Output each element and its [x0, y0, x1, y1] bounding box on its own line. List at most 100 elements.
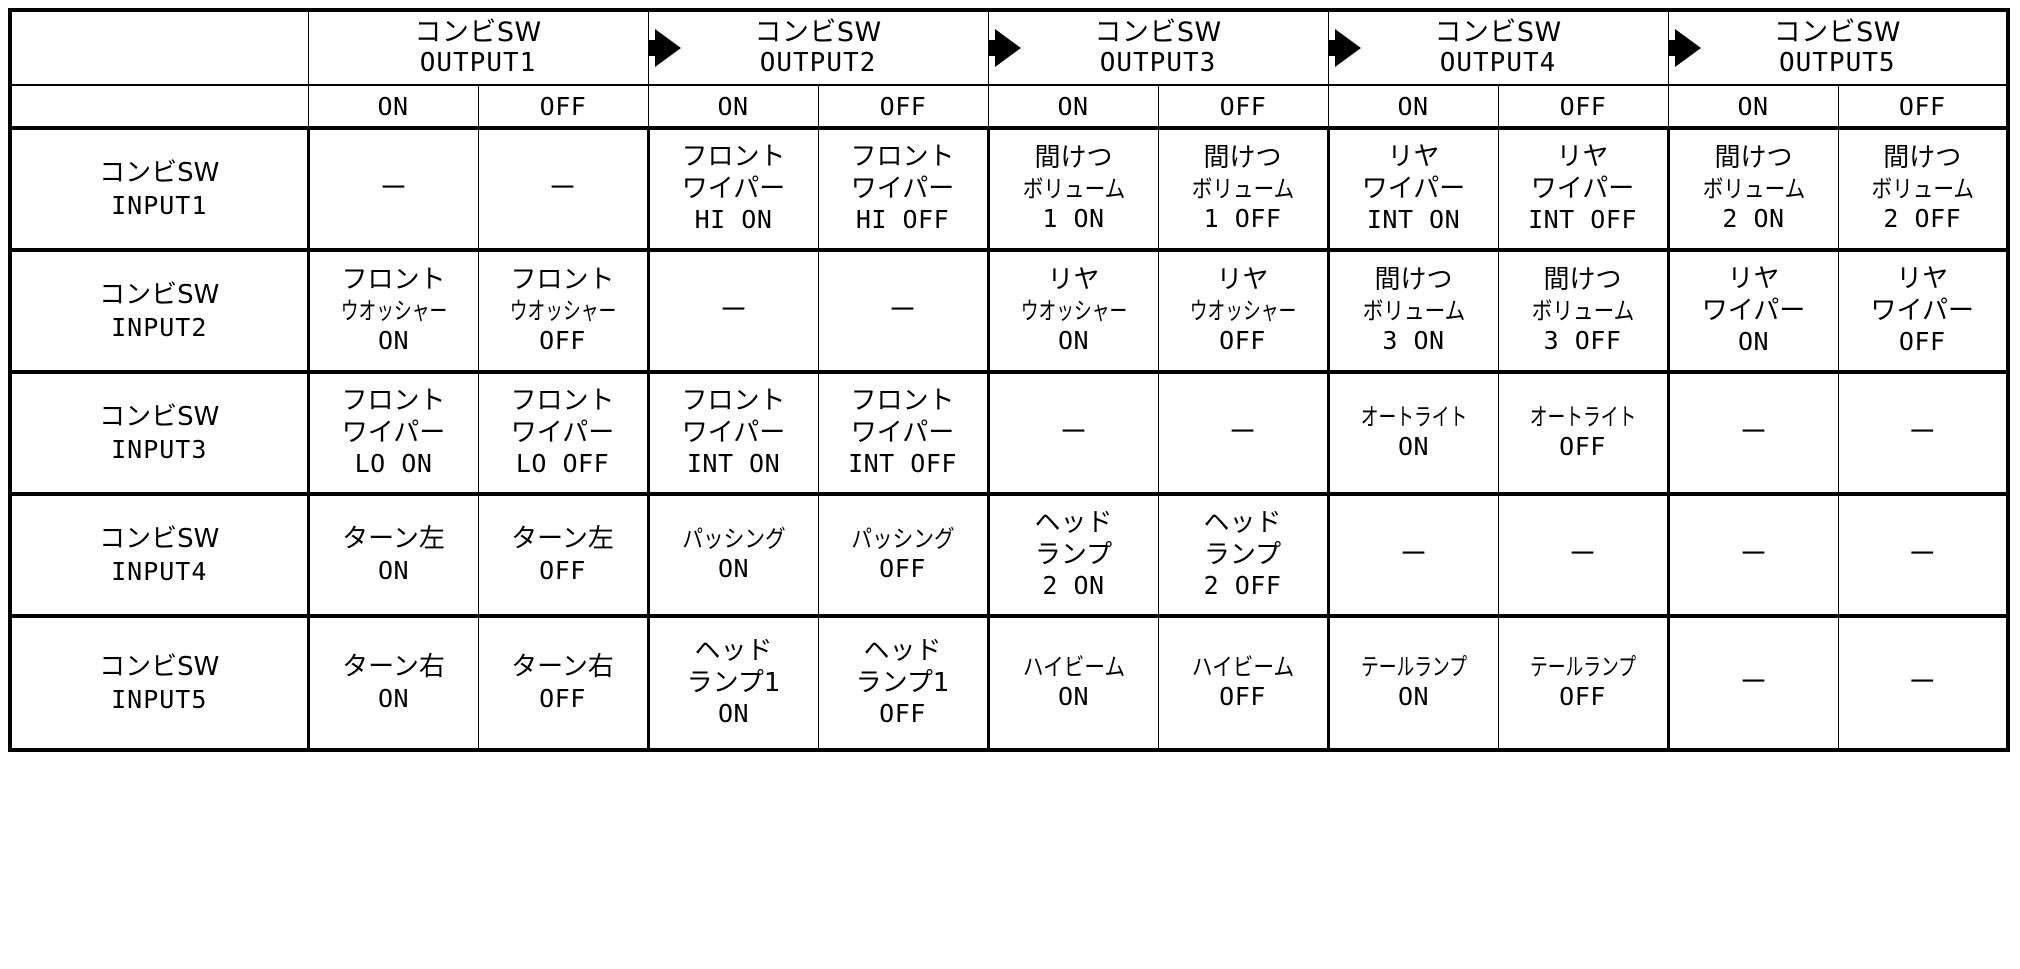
header-state-output3-on: ON [987, 84, 1159, 130]
empty-dash: － [887, 293, 918, 328]
row-label-name: コンビSW [99, 402, 220, 433]
header-state-output2-on: ON [647, 84, 819, 130]
cell-line: HI ON [694, 205, 773, 235]
header-group-output-id: OUTPUT5 [1778, 47, 1896, 78]
cell-line: ON [1057, 326, 1090, 356]
row-label-id: INPUT1 [111, 190, 208, 220]
cell-line: フロント [850, 386, 955, 417]
cell-line: ウオッシャー [1020, 296, 1127, 325]
empty-dash: － [378, 171, 409, 206]
cell-line: リヤ [1387, 142, 1440, 173]
corner-cell [9, 9, 309, 86]
cell-line: ON [1057, 682, 1090, 712]
cell-line: ウオッシャー [1189, 296, 1296, 325]
cell-input4-output4-on: － [1326, 492, 1499, 618]
cell-line: 間けつ [1543, 265, 1622, 296]
cell-line: HI OFF [855, 205, 950, 235]
empty-dash: － [1738, 537, 1769, 572]
cell-line: ハイビーム [1191, 653, 1294, 682]
cell-line: 3 OFF [1543, 326, 1622, 356]
cell-line: フロント [510, 386, 615, 417]
cell-line: 3 ON [1382, 326, 1445, 356]
cell-line: ボリューム [1362, 296, 1465, 325]
cell-line: OFF [1219, 682, 1266, 712]
cell-line: OFF [1898, 327, 1946, 357]
cell-input3-output5-off: － [1837, 370, 2010, 496]
cell-line: 間けつ [1374, 265, 1453, 296]
cell-line: ボリューム [1531, 296, 1634, 325]
cell-input5-output5-on: － [1666, 614, 1839, 752]
cell-line: ON [717, 699, 750, 729]
cell-line: ヘッド [694, 636, 773, 667]
cell-line: ターン右 [342, 651, 445, 682]
cell-input2-output2-on: － [646, 248, 819, 374]
header-group-name: コンビSW [1773, 17, 1901, 49]
cell-line: ハイビーム [1022, 653, 1125, 682]
cell-line: フロント [341, 265, 446, 296]
cell-line: テールランプ [1360, 653, 1467, 682]
cell-line: OFF [539, 555, 586, 585]
cell-line: 2 ON [1042, 571, 1105, 601]
empty-dash: － [1058, 415, 1089, 450]
header-state-output4-on: ON [1327, 84, 1499, 130]
cell-line: ワイパー [681, 173, 786, 204]
cell-line: 1 OFF [1203, 204, 1282, 234]
corner-cell-sub [9, 84, 309, 130]
header-state-output1-on: ON [307, 84, 479, 130]
cell-line: 間けつ [1034, 143, 1113, 174]
header-state-output4-off: OFF [1497, 84, 1669, 130]
empty-dash: － [1227, 415, 1258, 450]
cell-line: ヘッド [863, 636, 942, 667]
cell-line: ON [377, 683, 410, 713]
cell-line: ワイパー [510, 417, 615, 448]
empty-dash: － [1738, 415, 1769, 450]
row-label-id: INPUT5 [111, 684, 208, 714]
empty-dash: － [1398, 537, 1429, 572]
header-group-name: コンビSW [1094, 17, 1222, 49]
row-label-name: コンビSW [99, 158, 220, 189]
cell-line: ON [717, 554, 750, 584]
cell-line: フロント [681, 142, 786, 173]
cell-line: リヤ [1216, 265, 1269, 296]
cell-line: リヤ [1047, 265, 1100, 296]
